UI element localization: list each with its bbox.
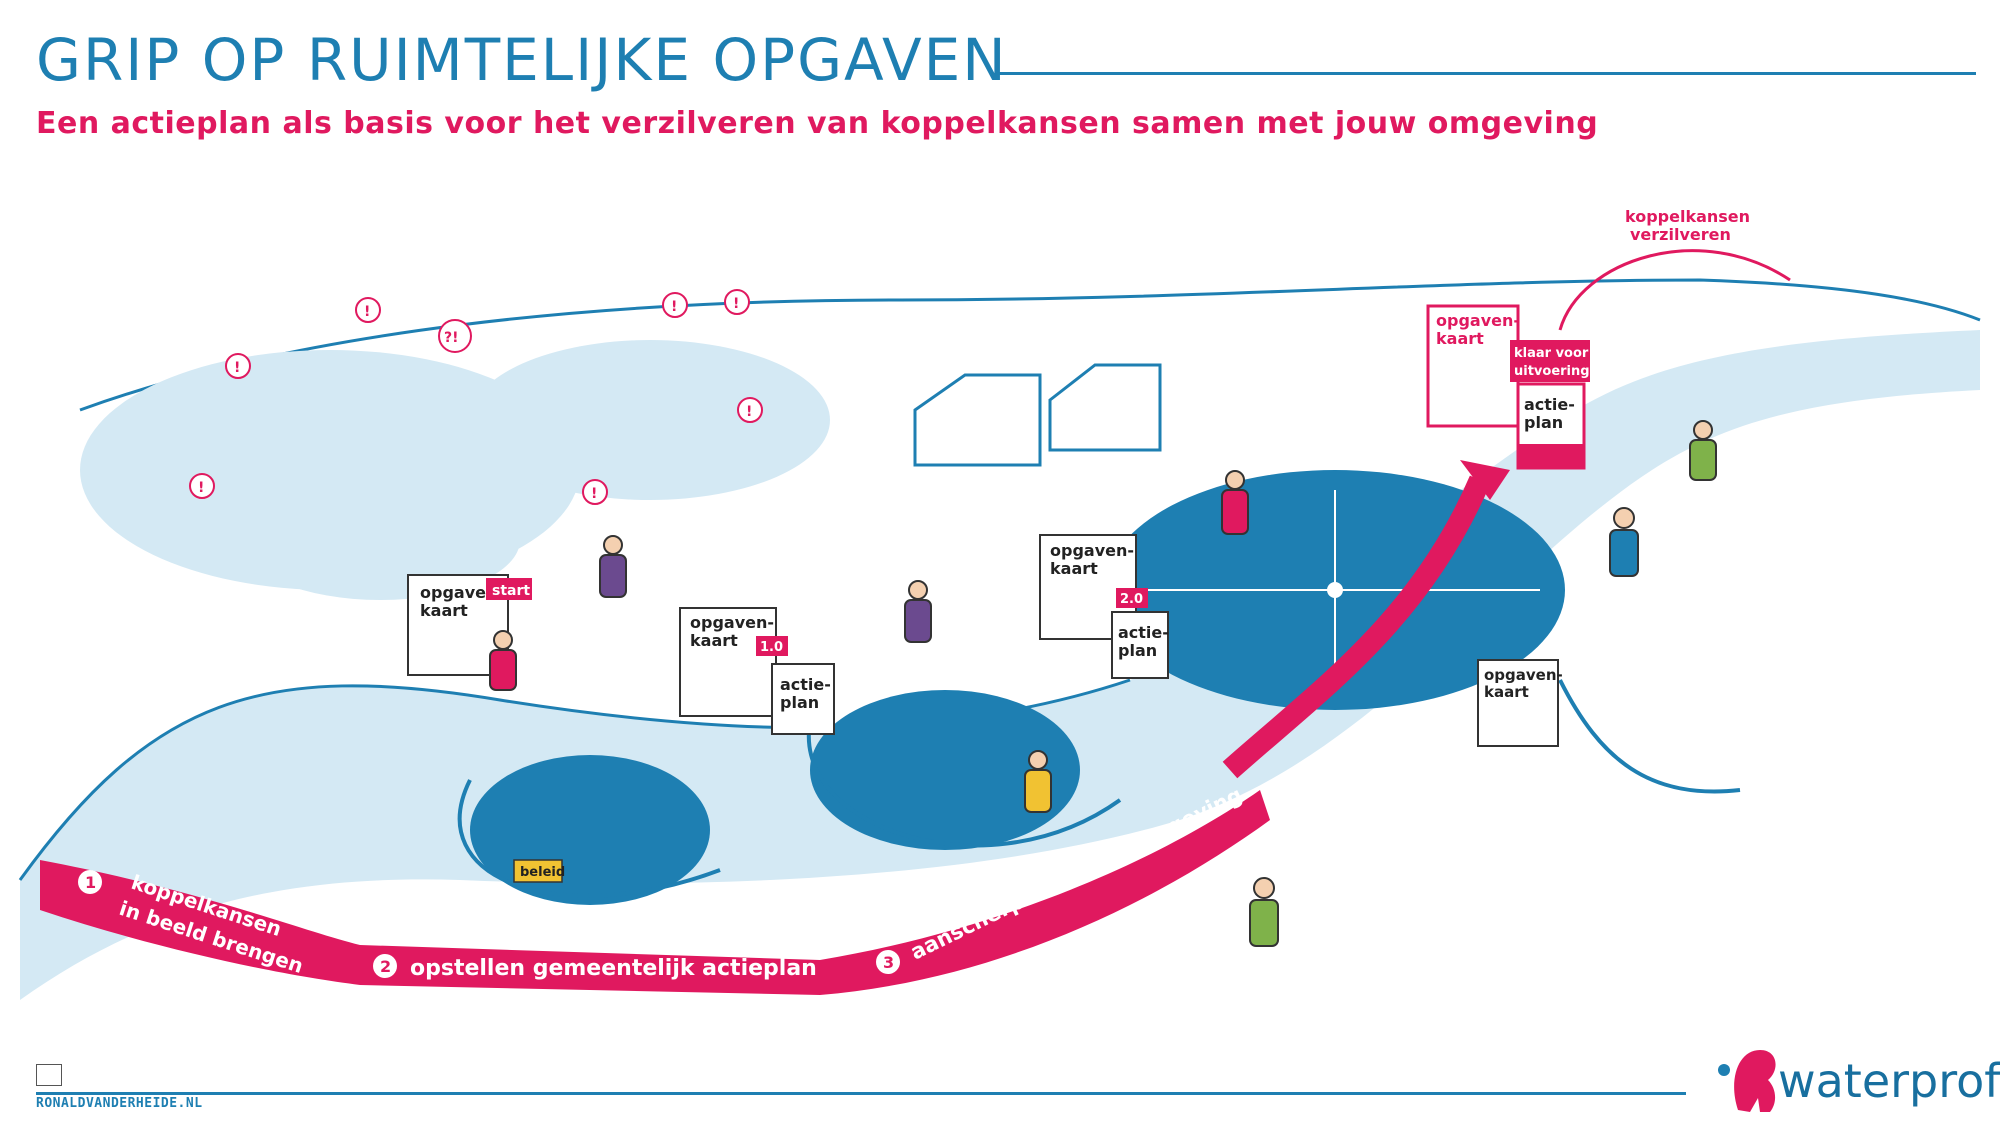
board-final: opgaven- kaart klaar voor uitvoering act… xyxy=(1426,304,1590,470)
actieplan-2-line1: actie- xyxy=(1118,623,1169,642)
waterprof-mascot xyxy=(1734,1050,1776,1112)
board-version-2: opgaven- kaart 2.0 xyxy=(1039,534,1148,640)
people xyxy=(489,420,1717,947)
board-v2-version: 2.0 xyxy=(1120,592,1143,607)
bubble-7: ! xyxy=(591,486,597,502)
verzilveren-label-2: verzilveren xyxy=(1630,225,1731,244)
step-band xyxy=(40,790,1270,995)
waterprof-logo xyxy=(1718,1050,1776,1112)
cycle-arrow-1 xyxy=(457,779,721,898)
board-right: opgaven- kaart xyxy=(1477,659,1563,747)
footer-divider xyxy=(36,1092,1686,1095)
actieplan-2-line2: plan xyxy=(1118,641,1157,660)
verzilveren-label-1: koppelkansen xyxy=(1625,207,1750,226)
board-v1-title-2: kaart xyxy=(690,631,738,650)
actieplan-final-line2: plan xyxy=(1524,413,1563,432)
board-start: opgaven- kaart start xyxy=(407,574,532,676)
step-2-number: 2 xyxy=(380,957,391,976)
actieplan-1-line2: plan xyxy=(780,693,819,712)
board-v2-title-1: opgaven- xyxy=(1050,541,1134,560)
beleid-label: beleid xyxy=(520,865,565,880)
bubble-3: ?! xyxy=(444,330,459,346)
board-right-title-1: opgaven- xyxy=(1484,666,1563,684)
world-right xyxy=(470,340,830,500)
bubble-text: ! ! ?! ! ! ! ! ! xyxy=(198,296,752,502)
horizon-line xyxy=(79,278,1981,412)
bubble-8: ! xyxy=(198,480,204,496)
brand-name: waterprof xyxy=(1778,1054,2000,1108)
klaar-line-2: uitvoering xyxy=(1514,364,1590,379)
water-drop-icon xyxy=(1718,1064,1730,1076)
board-final-title-1: opgaven- xyxy=(1436,311,1520,330)
plaza-center xyxy=(1327,582,1343,598)
actieplan-sign-1: actie- plan xyxy=(771,663,835,735)
step-2: 2 opstellen gemeentelijk actieplan xyxy=(373,954,817,981)
title-divider xyxy=(996,72,1976,75)
board-start-title-1: opgaven- xyxy=(420,583,504,602)
page-title: GRIP OP RUIMTELIJKE OPGAVEN xyxy=(36,26,1008,94)
page-subtitle: Een actieplan als basis voor het verzilv… xyxy=(36,106,1599,141)
bubble-5: ! xyxy=(733,296,739,312)
board-right-title-2: kaart xyxy=(1484,683,1529,701)
actieplan-final-line1: actie- xyxy=(1524,395,1575,414)
bubble-6: ! xyxy=(746,404,752,420)
progress-arrow xyxy=(1222,475,1491,779)
cycle-arrow-2 xyxy=(806,704,1122,848)
actieplan-1-line1: actie- xyxy=(780,675,831,694)
artist-credit: RONALDVANDERHEIDE.NL xyxy=(36,1096,203,1111)
bubble-4: ! xyxy=(671,299,677,315)
board-v1-version: 1.0 xyxy=(760,640,783,655)
board-v2-title-2: kaart xyxy=(1050,559,1098,578)
board-version-1: opgaven- kaart 1.0 xyxy=(679,607,788,717)
progress-arrow-head xyxy=(1460,460,1510,500)
step-3-number: 3 xyxy=(883,953,894,972)
board-start-flag: start xyxy=(492,583,530,599)
bubble-1: ! xyxy=(234,360,240,376)
beleid-sign xyxy=(513,859,563,883)
cycle-arrow-3 xyxy=(1558,679,1741,794)
board-start-title-2: kaart xyxy=(420,601,468,620)
actieplan-sign-2: actie- plan xyxy=(1111,611,1169,679)
speech-bubbles xyxy=(189,289,763,505)
step-2-label: opstellen gemeentelijk actieplan xyxy=(410,956,817,981)
world-front xyxy=(240,480,520,600)
bubble-2: ! xyxy=(364,304,370,320)
step-1-number: 1 xyxy=(85,873,96,892)
house-group xyxy=(913,363,1162,467)
klaar-line-1: klaar voor xyxy=(1514,346,1589,361)
artist-signature xyxy=(36,1064,62,1086)
verzilveren-arrow xyxy=(1558,249,1791,331)
board-final-title-2: kaart xyxy=(1436,329,1484,348)
omgeving-circle xyxy=(810,690,1080,850)
board-v1-title-1: opgaven- xyxy=(690,613,774,632)
